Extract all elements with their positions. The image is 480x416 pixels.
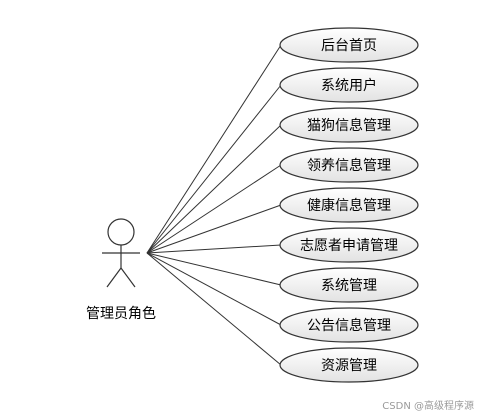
use-case: 领养信息管理 (279, 147, 419, 183)
use-case: 资源管理 (279, 347, 419, 383)
use-case-label: 志愿者申请管理 (300, 238, 398, 254)
use-case-label: 领养信息管理 (307, 157, 391, 174)
use-case-ellipse (279, 27, 419, 63)
actor-right-leg (120, 267, 136, 288)
use-case-ellipse (279, 227, 419, 263)
association-lines (146, 44, 282, 366)
use-case-ellipse (279, 307, 419, 343)
association-line (146, 164, 282, 254)
use-case: 志愿者申请管理 (279, 227, 419, 263)
association-line (146, 204, 282, 254)
use-case: 后台首页 (279, 27, 419, 63)
association-line (146, 252, 282, 286)
use-case-ellipse (279, 147, 419, 183)
association-line (146, 124, 282, 254)
association-line (146, 84, 282, 254)
association-line (146, 244, 282, 254)
use-case-label: 资源管理 (321, 358, 377, 374)
use-case: 猫狗信息管理 (279, 107, 419, 143)
association-line (146, 252, 282, 366)
association-line (146, 252, 282, 326)
use-case-ellipse (279, 67, 419, 103)
use-case-label: 猫狗信息管理 (307, 117, 391, 134)
actor-left-leg (106, 267, 122, 288)
use-case-list: 后台首页系统用户猫狗信息管理领养信息管理健康信息管理志愿者申请管理系统管理公告信… (279, 27, 419, 383)
use-case: 健康信息管理 (279, 187, 419, 223)
use-case-ellipse (279, 347, 419, 383)
use-case-label: 系统管理 (321, 278, 377, 294)
actor: 管理员角色 (86, 218, 156, 322)
watermark: CSDN @高级程序源 (382, 401, 474, 412)
use-case-label: 公告信息管理 (307, 317, 391, 334)
use-case-label: 健康信息管理 (307, 197, 391, 214)
actor-head (107, 218, 135, 246)
use-case-ellipse (279, 187, 419, 223)
use-case: 系统管理 (279, 267, 419, 303)
use-case: 公告信息管理 (279, 307, 419, 343)
use-case-label: 后台首页 (321, 38, 377, 54)
use-case: 系统用户 (279, 67, 419, 103)
use-case-ellipse (279, 107, 419, 143)
use-case-ellipse (279, 267, 419, 303)
association-line (146, 44, 282, 254)
use-case-label: 系统用户 (321, 77, 377, 94)
actor-label: 管理员角色 (86, 305, 156, 322)
